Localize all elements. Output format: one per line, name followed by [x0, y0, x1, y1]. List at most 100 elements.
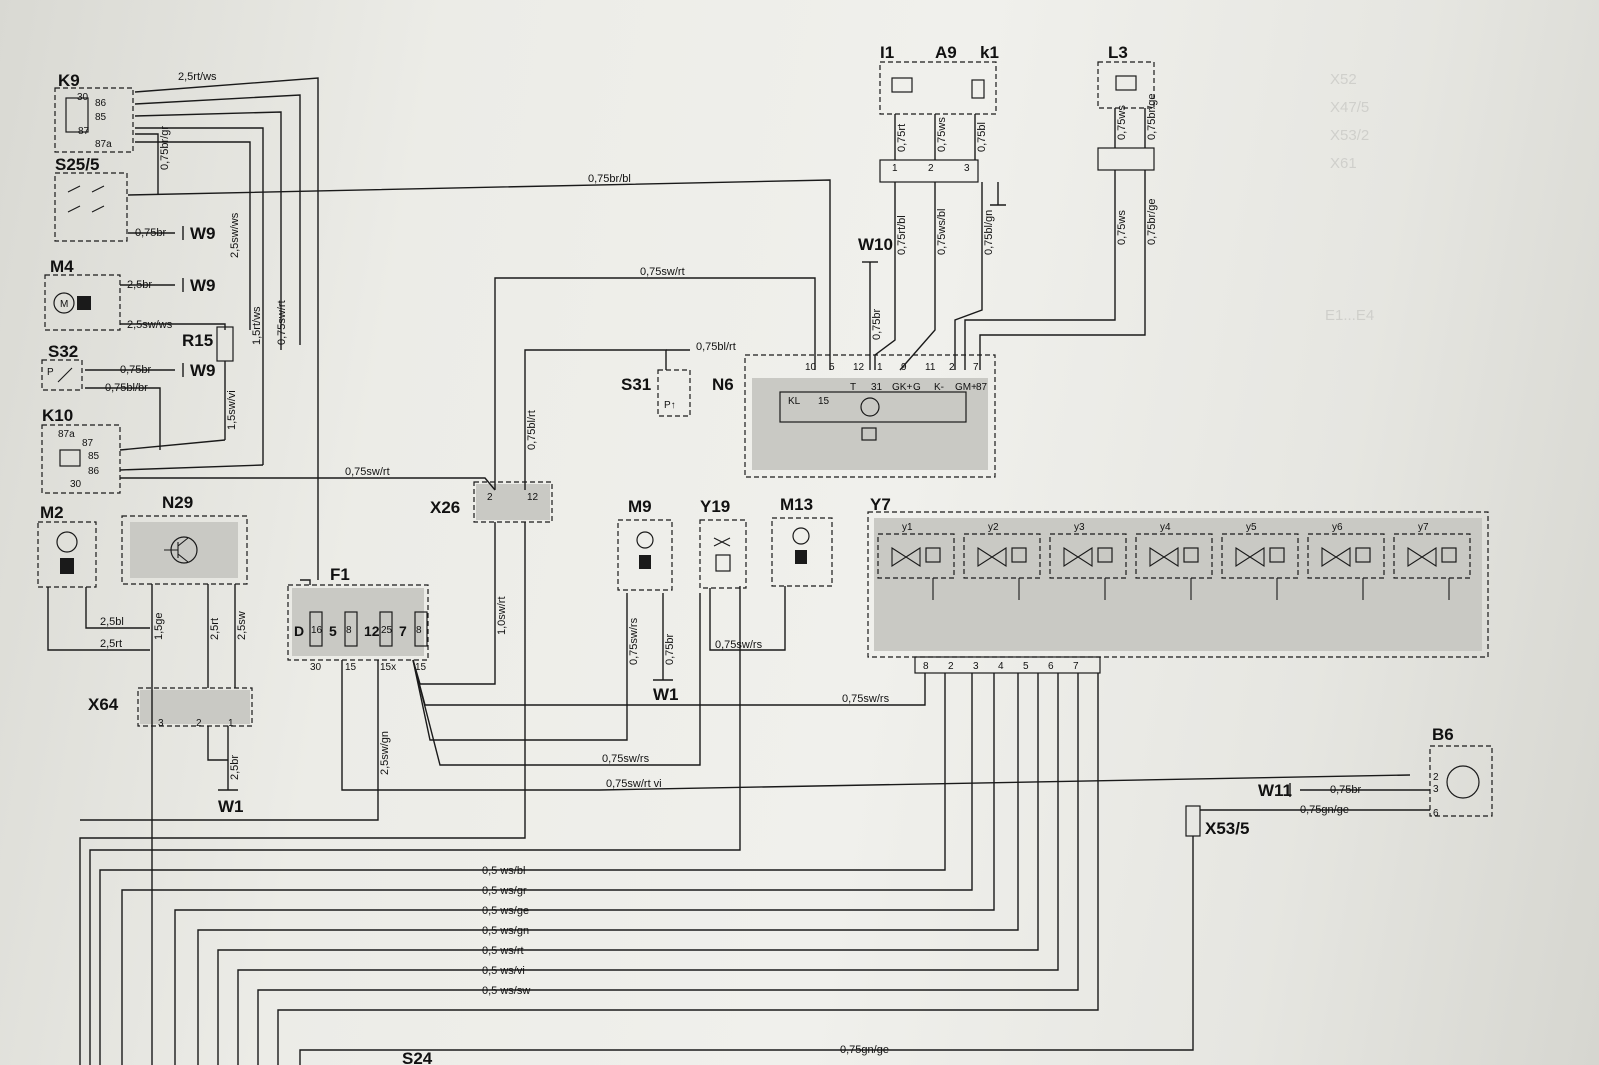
fuse-rating: 8: [416, 625, 422, 636]
bundle-wire-label: 0,5 ws/gn: [482, 925, 529, 937]
motor-m4: M4 M: [44, 257, 121, 331]
wire-swrt-top: [494, 277, 816, 490]
fuse-terminal: 15x: [380, 662, 396, 673]
motor-symbol-icon: [636, 531, 654, 549]
valve-label: y4: [1160, 522, 1171, 533]
wire-label: 1,5rt/ws: [251, 306, 263, 345]
fuse-number: 7: [399, 623, 407, 639]
wire-label: 0,75bl/gn: [983, 210, 995, 255]
label-n6: N6: [712, 375, 734, 394]
wire-label: 0,75br: [1330, 784, 1362, 796]
x64-housing: [137, 687, 253, 727]
b6-pin: 6: [1433, 808, 1439, 819]
valve-label: y7: [1418, 522, 1429, 533]
y7-pin: 7: [1073, 661, 1079, 672]
y7-valve-housing: [1307, 533, 1385, 579]
wire-label: 0,75sw/rt: [640, 266, 685, 278]
label-m13: M13: [780, 495, 813, 514]
background-bleed-text: X52 X47/5 X53/2 X61 E1...E4: [1325, 71, 1374, 324]
y7-valve-housing: [1049, 533, 1127, 579]
fuse: [379, 611, 393, 647]
wire-x64-rt: [207, 726, 228, 761]
wire-l3-ws: [964, 170, 1116, 370]
fuse: [344, 611, 358, 647]
motor-m13: M13: [771, 495, 833, 587]
wire-label: 0,75rt/bl: [896, 215, 908, 255]
wire-label: 0,75sw/rt: [345, 466, 390, 478]
fuse-rating: 8: [346, 625, 352, 636]
wire-blgn: [954, 182, 983, 370]
n6-terminal: G: [913, 382, 921, 393]
ground-label: W9: [190, 276, 216, 295]
n29-body: [130, 522, 238, 578]
wire-label: 2,5rt: [209, 618, 221, 640]
connector-x26: X26 2 12: [430, 481, 553, 523]
bundle-wire-label: 0,5 ws/ge: [482, 905, 529, 917]
fuse: [414, 611, 428, 647]
m2-housing: [37, 521, 97, 588]
label-s24: S24: [402, 1049, 433, 1065]
valve-coil: [1441, 547, 1457, 563]
label-k9: K9: [58, 71, 80, 90]
transistor-icon: [1446, 765, 1480, 799]
valve-icon: [891, 546, 921, 568]
k9-housing: [54, 87, 134, 153]
y7-housing: [867, 511, 1489, 658]
l3-housing: [1097, 61, 1155, 109]
bundle-wire: [217, 673, 1039, 1065]
l3-connector: [1097, 147, 1155, 171]
label-f1: F1: [330, 565, 350, 584]
motor-m9: M9: [617, 497, 673, 591]
b6-pin: 3: [1433, 784, 1439, 795]
k9-pin: 87a: [95, 139, 112, 150]
m2-gear-icon: [60, 558, 74, 574]
wire-label: 1,0sw/rt: [496, 596, 508, 635]
k9-pin: 30: [77, 92, 89, 103]
k9-coil: [65, 97, 89, 133]
wire-m2-rt: [47, 587, 150, 651]
n6-pin: 1: [877, 362, 883, 373]
label-x64: X64: [88, 695, 119, 714]
y19-coil: [715, 554, 731, 572]
ghost-code: X53/2: [1330, 127, 1369, 144]
valve-coil: [1183, 547, 1199, 563]
transistor-icon: [860, 397, 880, 417]
wire-label: 2,5br: [229, 755, 241, 780]
wire-swgn: [80, 660, 379, 821]
wire-k10-a: [119, 439, 226, 451]
connector-x53-5: X53/5: [1185, 805, 1249, 838]
n6-pin: 12: [853, 362, 865, 373]
fuse-terminal: 15: [345, 662, 357, 673]
m9-gear-icon: [639, 555, 651, 569]
wire-m13-down: [89, 586, 741, 1065]
k9-pin: 85: [95, 112, 107, 123]
n6-terminal: GK+: [892, 382, 912, 393]
wire-label: 0,75sw/rs: [628, 617, 640, 665]
wire-label: 2,5rt: [100, 638, 122, 650]
bundle-wire: [197, 673, 1019, 1065]
x64-pin: 1: [228, 718, 234, 729]
y7-valve-housing: [1393, 533, 1471, 579]
label-y7: Y7: [870, 495, 891, 514]
switch-s31: S31 P↑: [621, 369, 691, 417]
wire-label: 0,75ws: [936, 117, 948, 152]
s31-pressure-icon: P↑: [664, 400, 676, 411]
label-n29: N29: [162, 493, 193, 512]
y7-valve-housing: [1135, 533, 1213, 579]
s32-housing: [41, 359, 83, 391]
k9-pin: 87: [78, 126, 90, 137]
fuse-rating: 16: [311, 625, 323, 636]
wire-m4-swws: [120, 323, 226, 330]
s32-contact: [57, 367, 73, 383]
s25-5-contacts: [67, 185, 105, 213]
s32-pressure-icon: P: [47, 367, 54, 378]
ground-k1-icon: [990, 182, 1006, 206]
wire-f1-15-y19: [412, 593, 701, 766]
n6-terminal: T: [850, 382, 856, 393]
wire-y19-swrs: [709, 586, 786, 651]
n6-pin: 11: [925, 362, 936, 373]
